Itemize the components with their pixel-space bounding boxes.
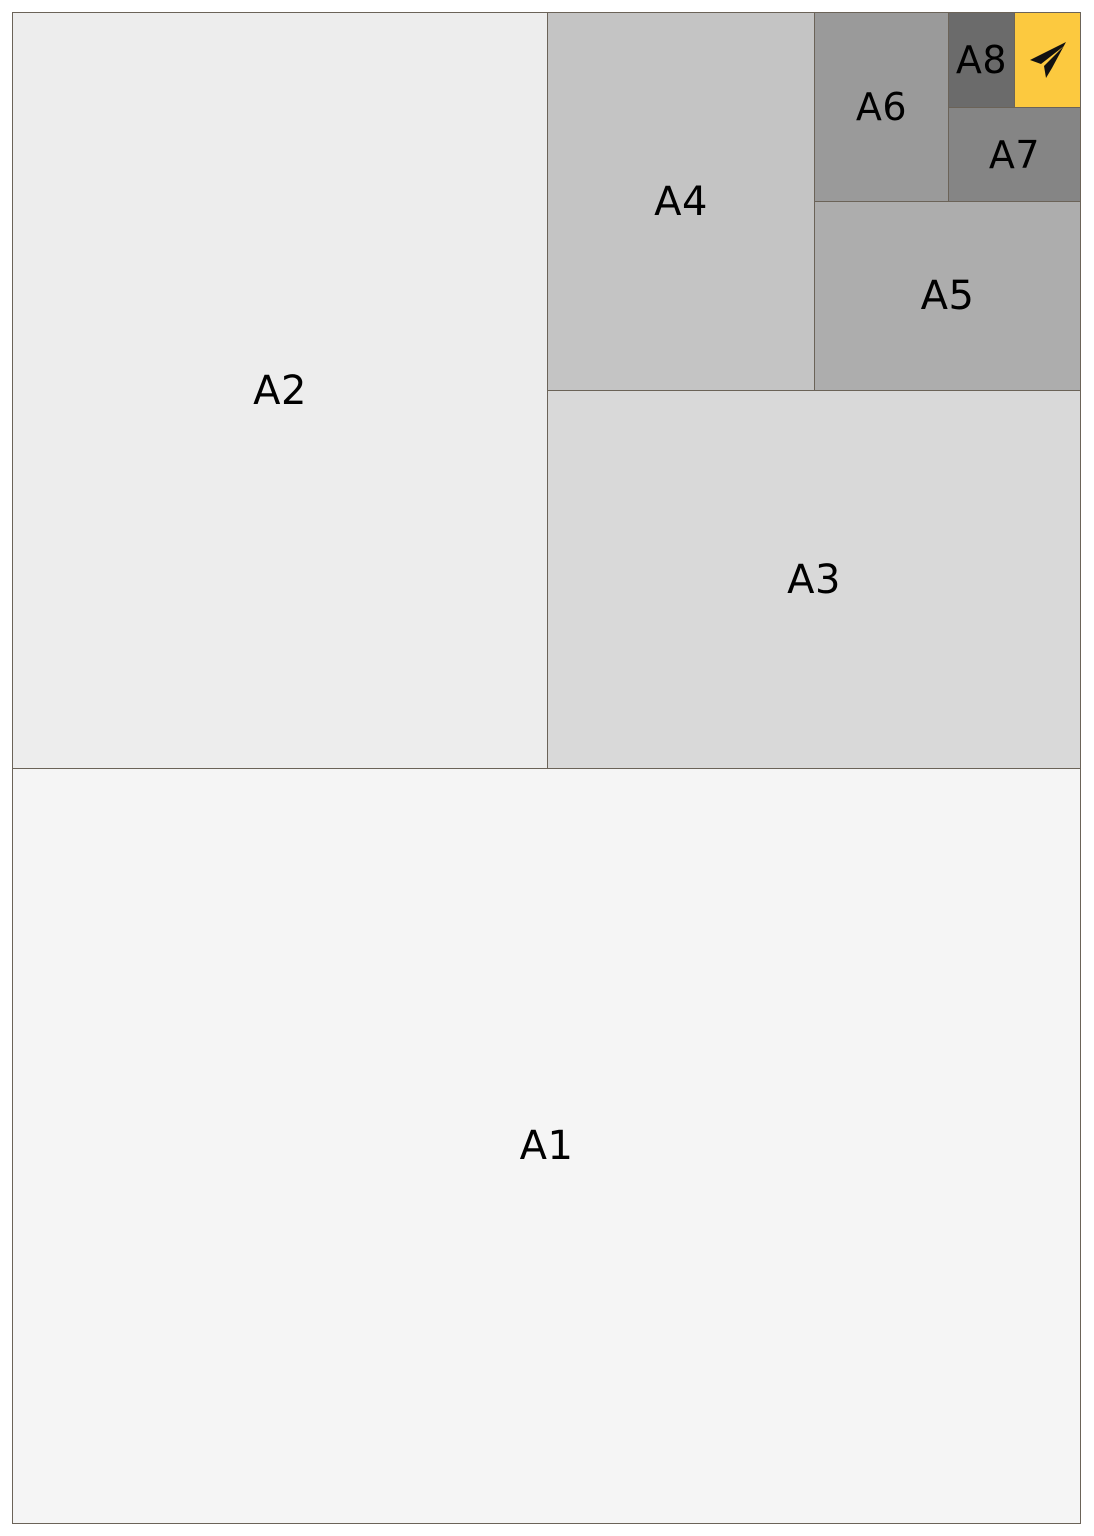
- sheet-a8: A8: [948, 12, 1015, 108]
- sheet-a5-label: A5: [920, 273, 975, 319]
- sheet-a1: A1: [12, 768, 1081, 1524]
- sheet-a4-label: A4: [654, 178, 708, 225]
- sheet-a1-label: A1: [519, 1123, 574, 1169]
- sheet-a6: A6: [814, 12, 949, 202]
- sheet-a3-label: A3: [787, 556, 841, 603]
- sheet-a6-label: A6: [855, 85, 908, 129]
- paper-sizes-diagram: A1 A2 A3 A4 A5 A6 A7 A8: [12, 12, 1081, 1524]
- sheet-a7-label: A7: [988, 132, 1041, 177]
- paper-plane-cell: [1014, 12, 1081, 108]
- sheet-a4: A4: [547, 12, 815, 391]
- sheet-a2-label: A2: [253, 367, 307, 414]
- sheet-a5: A5: [814, 201, 1081, 391]
- sheet-a3: A3: [547, 390, 1081, 769]
- paper-plane-icon: [1029, 42, 1066, 78]
- sheet-a8-label: A8: [955, 38, 1008, 82]
- sheet-a7: A7: [948, 107, 1081, 202]
- sheet-a2: A2: [12, 12, 548, 769]
